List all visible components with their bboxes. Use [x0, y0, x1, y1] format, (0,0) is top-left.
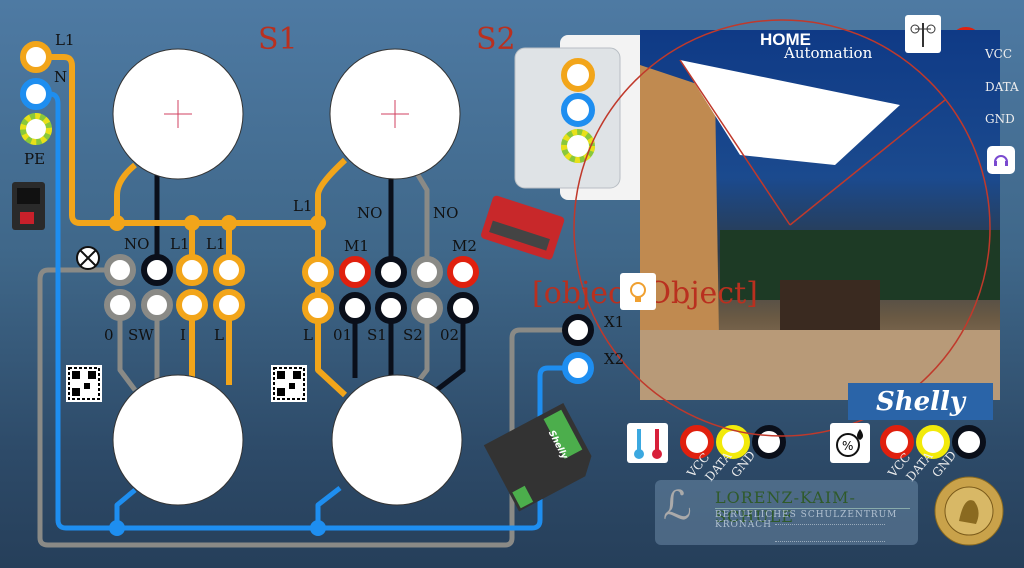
label-m2: M2 [452, 237, 477, 255]
shelly-device [483, 402, 592, 512]
label-x1: X1 [604, 313, 625, 331]
label-x2: X2 [604, 350, 625, 368]
socket-outlet [514, 35, 660, 200]
label-s1: S1 [367, 326, 387, 344]
qr-code-icon[interactable] [66, 365, 102, 402]
label-pe: PE [24, 150, 46, 168]
label-l1: L1 [293, 197, 313, 215]
relay-module [481, 195, 565, 260]
label-gnd: GND [985, 112, 1015, 126]
svg-text:%: % [842, 439, 853, 453]
label-i: I [180, 326, 186, 344]
photo-title: Automation [784, 44, 873, 62]
junctions [109, 215, 326, 231]
thermometer-icon [627, 423, 668, 463]
label-sw: SW [128, 326, 154, 344]
label-01: 01 [333, 326, 353, 344]
seal-emblem [934, 476, 1004, 546]
label-l1: L1 [170, 235, 190, 253]
terminal-n [20, 78, 52, 110]
humidity-icon: % [830, 423, 870, 463]
s1-title: S1 [258, 22, 298, 57]
terminal-l1 [20, 41, 52, 73]
label-data: DATA [985, 80, 1019, 94]
school-subtitle: BERUFLICHES SCHULZENTRUM KRONACH [715, 510, 898, 530]
label-l1: L1 [206, 235, 226, 253]
label-l1: L1 [55, 31, 75, 49]
label-m1: M1 [344, 237, 369, 255]
label-no: NO [433, 204, 459, 222]
label-n: N [54, 68, 68, 86]
label-no: NO [357, 204, 383, 222]
qr-code-icon[interactable] [271, 365, 307, 402]
lamp-icon [76, 246, 100, 270]
label-02: 02 [440, 326, 460, 344]
label-l: L [214, 326, 224, 344]
lightbulb-icon [620, 273, 656, 310]
s1-base[interactable] [112, 374, 244, 506]
s2-title: S2 [476, 22, 516, 57]
label-l: L [303, 326, 313, 344]
s2-base[interactable] [331, 374, 463, 506]
power-inlet-icon [12, 182, 45, 230]
photo-title-bold: HOME [760, 30, 811, 49]
label-vcc: VCC [985, 47, 1013, 61]
anemometer-icon [905, 15, 941, 53]
label-s2: S2 [403, 326, 423, 344]
school-name: LORENZ-KAIM-SCHULE [715, 488, 856, 526]
label-0: 0 [104, 326, 114, 344]
headset-ai-icon[interactable] [987, 146, 1015, 174]
shelly-logo: Shelly [875, 386, 966, 417]
school-logo: ℒ LORENZ-KAIM-SCHULE BERUFLICHES SCHULZE… [655, 480, 918, 545]
terminals [20, 27, 986, 459]
label-no: NO [124, 235, 150, 253]
